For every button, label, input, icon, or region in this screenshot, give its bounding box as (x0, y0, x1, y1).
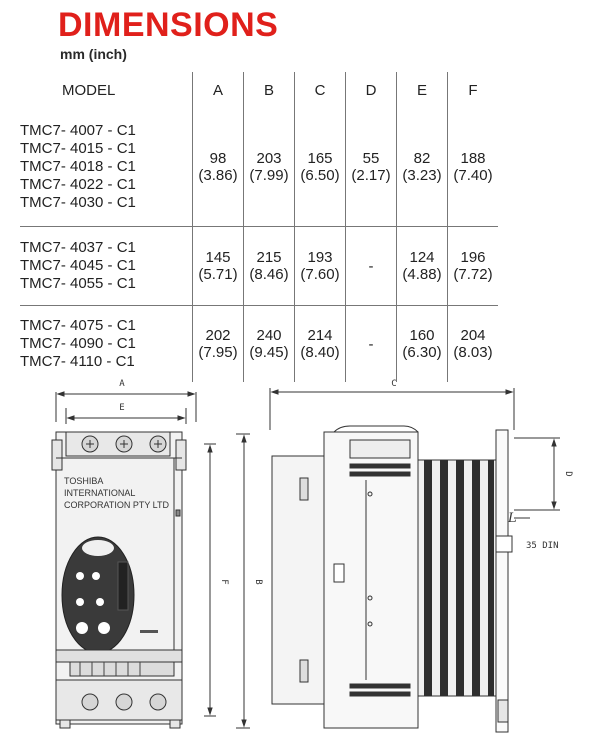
front-view (51, 391, 250, 729)
model-name: TMC7- 4037 - C1 (20, 239, 136, 256)
model-name: TMC7- 4110 - C1 (20, 353, 135, 370)
value-mm: 55 (362, 150, 380, 167)
cell-e: 124(4.88) (396, 226, 448, 306)
model-name: TMC7- 4090 - C1 (20, 335, 136, 352)
table-row: TMC7- 4037 - C1 TMC7- 4045 - C1 TMC7- 40… (20, 226, 498, 306)
model-name: TMC7- 4075 - C1 (20, 317, 136, 334)
value-mm: - (368, 335, 374, 353)
units-subtitle: mm (inch) (60, 46, 127, 62)
cell-c: 165(6.50) (294, 108, 346, 227)
column-header-c: C (294, 72, 346, 108)
brand-line: INTERNATIONAL (64, 488, 135, 498)
model-column-header: MODEL (62, 81, 116, 99)
model-list: TMC7- 4007 - C1 TMC7- 4015 - C1 TMC7- 40… (20, 108, 193, 227)
value-inch: (8.03) (453, 344, 493, 361)
value-mm: 203 (256, 150, 282, 167)
cell-c: 193(7.60) (294, 226, 346, 306)
value-mm: 188 (460, 150, 486, 167)
value-mm: 124 (409, 249, 435, 266)
cell-f: 204(8.03) (447, 305, 498, 382)
model-list: TMC7- 4075 - C1 TMC7- 4090 - C1 TMC7- 41… (20, 306, 193, 383)
cell-c: 214(8.40) (294, 305, 346, 382)
table-row: TMC7- 4075 - C1 TMC7- 4090 - C1 TMC7- 41… (20, 305, 498, 383)
dimension-label-b: B (253, 579, 263, 584)
cell-b: 240(9.45) (243, 305, 295, 382)
value-inch: (5.71) (198, 266, 238, 283)
model-name: TMC7- 4015 - C1 (20, 140, 136, 157)
model-name: TMC7- 4022 - C1 (20, 176, 136, 193)
value-mm: 160 (409, 327, 435, 344)
page-title: DIMENSIONS (58, 6, 279, 44)
brand-text: TOSHIBA INTERNATIONAL CORPORATION PTY LT… (64, 476, 170, 510)
value-inch: (2.17) (351, 167, 391, 184)
cell-a: 202(7.95) (192, 305, 244, 382)
value-mm: 215 (256, 249, 282, 266)
value-inch: (6.30) (402, 344, 442, 361)
value-mm: 98 (209, 150, 227, 167)
value-mm: 214 (307, 327, 333, 344)
value-mm: 82 (413, 150, 431, 167)
cell-d: - (345, 305, 397, 382)
cell-f: 196(7.72) (447, 226, 498, 306)
value-inch: (3.23) (402, 167, 442, 184)
brand-line: CORPORATION PTY LTD (64, 500, 170, 510)
cell-d: - (345, 226, 397, 306)
dimension-label-c: C (391, 379, 396, 389)
column-header-e: E (396, 72, 448, 108)
value-inch: (7.99) (249, 167, 289, 184)
cell-b: 203(7.99) (243, 108, 295, 227)
value-inch: (3.86) (198, 167, 238, 184)
value-mm: 145 (205, 249, 231, 266)
cell-e: 82(3.23) (396, 108, 448, 227)
brand-line: TOSHIBA (64, 476, 103, 486)
cell-a: 145(5.71) (192, 226, 244, 306)
dimension-label-f: F (219, 579, 229, 584)
column-header-f: F (447, 72, 498, 108)
dimension-drawing: TOSHIBA INTERNATIONAL CORPORATION PTY LT… (51, 379, 573, 733)
value-mm: 202 (205, 327, 231, 344)
value-inch: (7.40) (453, 167, 493, 184)
value-mm: 165 (307, 150, 333, 167)
model-list: TMC7- 4037 - C1 TMC7- 4045 - C1 TMC7- 40… (20, 226, 193, 306)
value-inch: (8.46) (249, 266, 289, 283)
value-mm: 196 (460, 249, 486, 266)
din-rail-marker: L (507, 511, 517, 526)
column-header-a: A (192, 72, 244, 108)
model-name: TMC7- 4045 - C1 (20, 257, 136, 274)
value-mm: 193 (307, 249, 333, 266)
value-inch: (8.40) (300, 344, 340, 361)
value-inch: (7.60) (300, 266, 340, 283)
dimension-label-e: E (119, 403, 124, 413)
model-name: TMC7- 4018 - C1 (20, 158, 136, 175)
cell-e: 160(6.30) (396, 305, 448, 382)
cell-d: 55(2.17) (345, 108, 397, 227)
cell-a: 98(3.86) (192, 108, 244, 227)
value-mm: 204 (460, 327, 486, 344)
value-inch: (4.88) (402, 266, 442, 283)
column-header-b: B (243, 72, 295, 108)
value-mm: 240 (256, 327, 282, 344)
value-inch: (6.50) (300, 167, 340, 184)
dimension-label-a: A (119, 379, 125, 389)
value-inch: (7.95) (198, 344, 238, 361)
model-name: TMC7- 4030 - C1 (20, 194, 136, 211)
column-header-d: D (345, 72, 397, 108)
dimensions-table: MODEL A B C D E F TMC7- 4007 - C1 TMC7- … (20, 72, 498, 382)
table-row: TMC7- 4007 - C1 TMC7- 4015 - C1 TMC7- 40… (20, 108, 498, 227)
model-name: TMC7- 4007 - C1 (20, 122, 136, 139)
dimension-label-d: D (563, 471, 573, 476)
side-view (269, 388, 560, 733)
value-inch: (7.72) (453, 266, 493, 283)
model-name: TMC7- 4055 - C1 (20, 275, 136, 292)
value-mm: - (368, 257, 374, 275)
cell-f: 188(7.40) (447, 108, 498, 227)
cell-b: 215(8.46) (243, 226, 295, 306)
din-rail-label: 35 DIN (526, 541, 559, 551)
value-inch: (9.45) (249, 344, 289, 361)
